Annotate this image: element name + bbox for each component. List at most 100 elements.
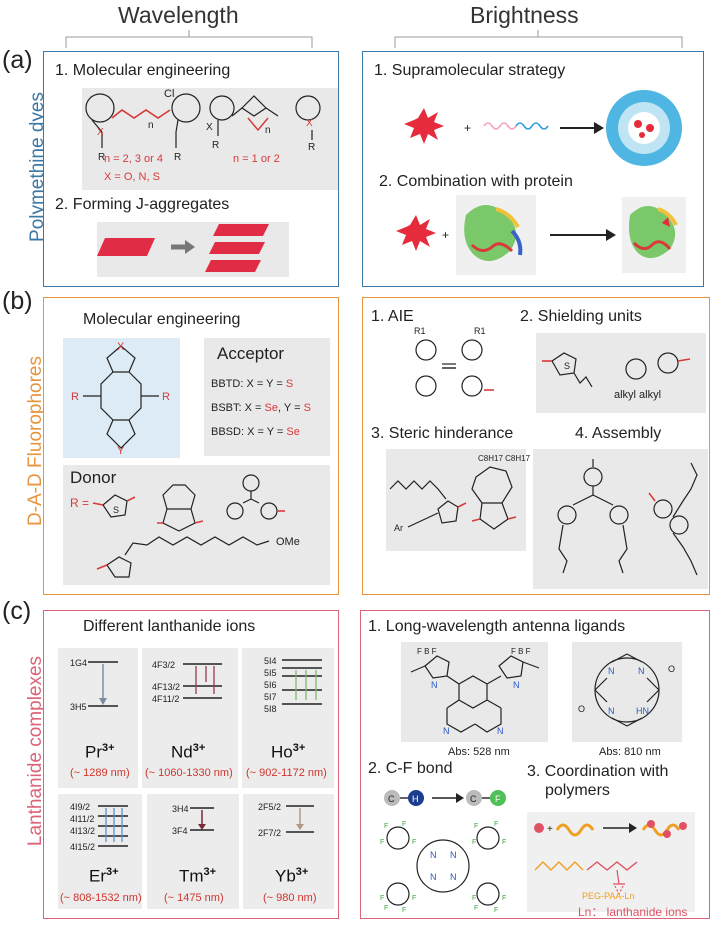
svg-text:n: n (148, 120, 154, 131)
ion-symbol-ho: Ho (271, 742, 293, 762)
svg-text:2F7/2: 2F7/2 (258, 828, 281, 838)
svg-text:R: R (212, 140, 219, 151)
svg-text:S: S (113, 505, 119, 515)
ion-charge-pr: 3+ (102, 742, 115, 754)
acceptor-title: Acceptor (217, 344, 285, 363)
b-left-title: Molecular engineering (83, 311, 241, 328)
ln-note: Ln： lanthanide ions (578, 905, 688, 919)
svg-text:5I4: 5I4 (264, 656, 277, 666)
svg-text:5I5: 5I5 (264, 668, 277, 678)
svg-text:R: R (162, 391, 170, 403)
ion-range-nd: (~ 1060-1330 nm) (145, 767, 233, 779)
b-right-item4: 4. Assembly (575, 425, 662, 442)
svg-text:R: R (71, 391, 79, 403)
steric-structures: Ar C8H17 C8H17 (389, 454, 531, 533)
svg-text:R1: R1 (474, 326, 486, 336)
svg-text:N: N (430, 872, 437, 882)
cf-bond-diagram: C H C F (384, 790, 506, 806)
ion-name-pr: Pr3+ (85, 742, 115, 763)
peg-label: PEG-PAA-Ln (582, 891, 635, 901)
c-right-item3-line2: polymers (545, 782, 610, 799)
ion-charge-nd: 3+ (192, 742, 206, 754)
svg-text:S: S (564, 361, 570, 371)
bsbt-value-x: Se (264, 402, 278, 414)
a-right-item2: 2. Combination with protein (379, 173, 573, 190)
svg-text:H: H (412, 794, 419, 804)
cyanine-structures: X R n R X R n X R (85, 93, 321, 163)
ion-range-er: (~ 808-1532 nm) (60, 892, 142, 904)
aie-structure: R1 R1 (414, 326, 494, 397)
svg-text:R: R (98, 152, 105, 163)
b-right-item3: 3. Steric hinderance (371, 425, 514, 442)
svg-text:X: X (306, 118, 313, 129)
c-right-item2: 2. C-F bond (368, 760, 453, 777)
wavelength-header: Wavelength (118, 2, 239, 28)
svg-text:C: C (470, 794, 477, 804)
c-right-item3-line1: 3. Coordination with (527, 763, 669, 780)
panel-label-b: (b) (2, 287, 33, 315)
j-aggregate-diagram (97, 224, 269, 272)
svg-text:4I15/2: 4I15/2 (70, 842, 95, 852)
ion-range-yb: (~ 980 nm) (263, 892, 317, 904)
ome-label: OMe (276, 536, 300, 548)
polymer-coordination-diagram: + (534, 820, 687, 896)
svg-text:5I8: 5I8 (264, 704, 277, 714)
ion-symbol-nd: Nd (171, 742, 193, 762)
svg-text:N: N (608, 666, 615, 676)
x-values-label: X = O, N, S (104, 171, 160, 183)
svg-text:N: N (430, 850, 437, 860)
ion-name-er: Er3+ (89, 866, 119, 887)
svg-text:F: F (380, 839, 384, 846)
svg-text:4I11/2: 4I11/2 (70, 814, 94, 824)
svg-text:X: X (117, 341, 125, 353)
ion-charge-yb: 3+ (295, 866, 309, 878)
ion-name-nd: Nd3+ (171, 742, 205, 763)
ion-charge-tm: 3+ (203, 866, 217, 878)
a-right-item1: 1. Supramolecular strategy (374, 62, 566, 79)
svg-text:N: N (443, 726, 450, 736)
donor-title: Donor (70, 468, 117, 487)
bsbt-row: BSBT: X = Se, Y = S (211, 402, 311, 414)
svg-text:F: F (472, 839, 476, 846)
svg-text:3F4: 3F4 (172, 826, 188, 836)
header-brackets (65, 30, 683, 48)
svg-text:4I9/2: 4I9/2 (70, 802, 90, 812)
svg-text:X: X (97, 127, 104, 138)
panel-label-a: (a) (2, 46, 33, 74)
svg-text:R: R (174, 152, 181, 163)
abs-810-label: Abs: 810 nm (599, 746, 661, 758)
b-right-item2: 2. Shielding units (520, 308, 642, 325)
svg-text:F: F (402, 821, 406, 828)
svg-text:F: F (502, 839, 506, 846)
ion-symbol-yb: Yb (275, 866, 296, 886)
ion-name-yb: Yb3+ (275, 866, 308, 887)
svg-text:N: N (608, 706, 615, 716)
ion-range-ho: (~ 902-1172 nm) (246, 767, 327, 779)
ion-card-yb (243, 794, 334, 909)
r-equals: R = (70, 496, 90, 510)
svg-text:F: F (494, 821, 498, 828)
supramolecular-diagram: + (404, 90, 682, 166)
bbtd-value: S (285, 378, 294, 390)
svg-text:+: + (442, 228, 449, 242)
steric-box (386, 449, 526, 551)
svg-text:N: N (450, 872, 457, 882)
bsbt-mid: , Y = (277, 402, 304, 414)
ion-symbol-tm: Tm (179, 866, 204, 886)
cl-label: Cl (164, 88, 175, 100)
ion-charge-ho: 3+ (292, 742, 306, 754)
svg-text:5I6: 5I6 (264, 680, 277, 690)
c-right-item1: 1. Long-wavelength antenna ligands (368, 618, 626, 635)
ion-charge-er: 3+ (106, 866, 119, 878)
svg-text:HN: HN (636, 706, 649, 716)
svg-text:O: O (668, 664, 675, 674)
alkyl-label: alkyl alkyl (614, 389, 662, 401)
shielding-box (536, 333, 706, 413)
c-left-title: Different lanthanide ions (83, 618, 256, 635)
svg-text:3H5: 3H5 (70, 702, 87, 712)
svg-text:F: F (474, 823, 478, 830)
svg-text:F: F (384, 823, 388, 830)
svg-text:n: n (265, 125, 271, 136)
svg-text:F: F (494, 907, 498, 914)
ion-range-tm: (~ 1475 nm) (164, 892, 224, 904)
